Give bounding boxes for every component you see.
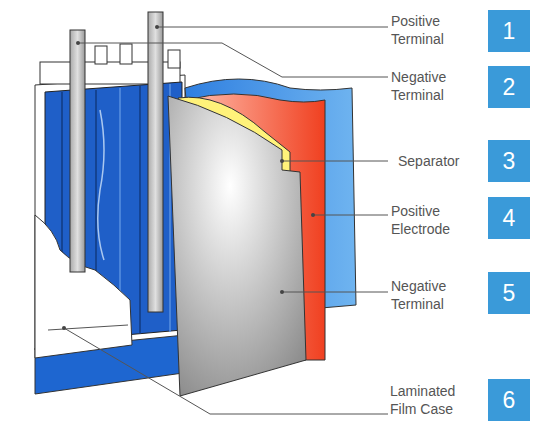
callout-box: 3 [488,140,530,182]
part-label: Separator [398,152,488,170]
callout-box: 5 [488,272,530,314]
part-label: Positive Electrode [391,202,469,238]
callout-box: 6 [488,379,530,421]
part-label: Laminated Film Case [390,382,468,418]
callout-number: 5 [503,280,516,307]
callout-box: 4 [488,197,530,239]
callout-number: 1 [503,18,516,45]
part-label: Negative Terminal [391,277,469,313]
callout-number: 6 [503,387,516,414]
callout-number: 2 [503,74,516,101]
callout-number: 4 [503,205,516,232]
part-label: Positive Terminal [391,12,469,48]
callout-number: 3 [503,148,516,175]
callout-box: 2 [488,66,530,108]
callout-box: 1 [488,10,530,52]
part-label: Negative Terminal [391,68,469,104]
